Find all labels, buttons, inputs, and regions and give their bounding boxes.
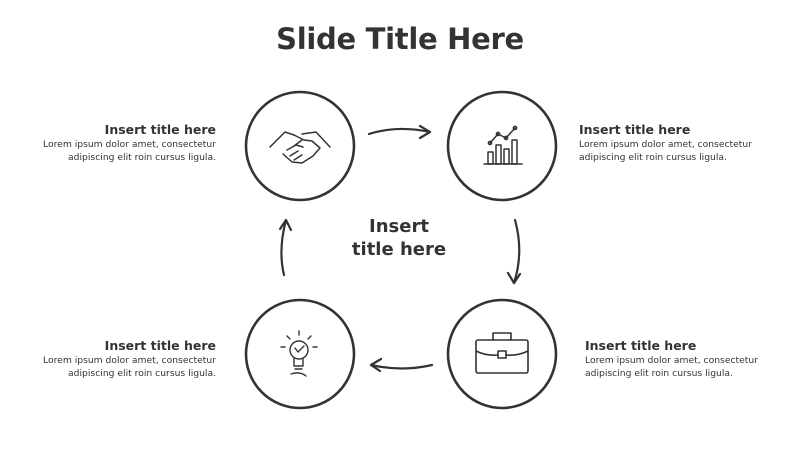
- step-text-2: Insert title here Lorem ipsum dolor amet…: [579, 122, 779, 164]
- growth-chart-icon: [483, 125, 523, 165]
- step-text-4: Insert title here Lorem ipsum dolor amet…: [16, 338, 216, 380]
- step-body: Lorem ipsum dolor amet, consectetur adip…: [43, 355, 216, 379]
- step-circle-4: [244, 298, 356, 410]
- step-title: Insert title here: [585, 338, 697, 353]
- step-text-1: Insert title here Lorem ipsum dolor amet…: [16, 122, 216, 164]
- arrow-left: [369, 357, 434, 373]
- step-body: Lorem ipsum dolor amet, consectetur adip…: [579, 139, 752, 163]
- handshake-icon: [269, 131, 331, 164]
- step-title: Insert title here: [104, 122, 216, 137]
- slide-title: Slide Title Here: [276, 22, 524, 56]
- step-circle-2: [446, 90, 558, 202]
- step-circle-1: [244, 90, 356, 202]
- lightbulb-icon: [280, 330, 318, 377]
- briefcase-icon: [475, 332, 529, 374]
- step-text-3: Insert title here Lorem ipsum dolor amet…: [585, 338, 785, 380]
- step-title: Insert title here: [104, 338, 216, 353]
- center-title: Insert title here: [351, 216, 447, 260]
- step-circle-3: [446, 298, 558, 410]
- arrow-down: [506, 218, 522, 285]
- step-body: Lorem ipsum dolor amet, consectetur adip…: [585, 355, 758, 379]
- step-title: Insert title here: [579, 122, 691, 137]
- step-body: Lorem ipsum dolor amet, consectetur adip…: [43, 139, 216, 163]
- arrow-up: [278, 218, 293, 277]
- arrow-right: [367, 124, 432, 140]
